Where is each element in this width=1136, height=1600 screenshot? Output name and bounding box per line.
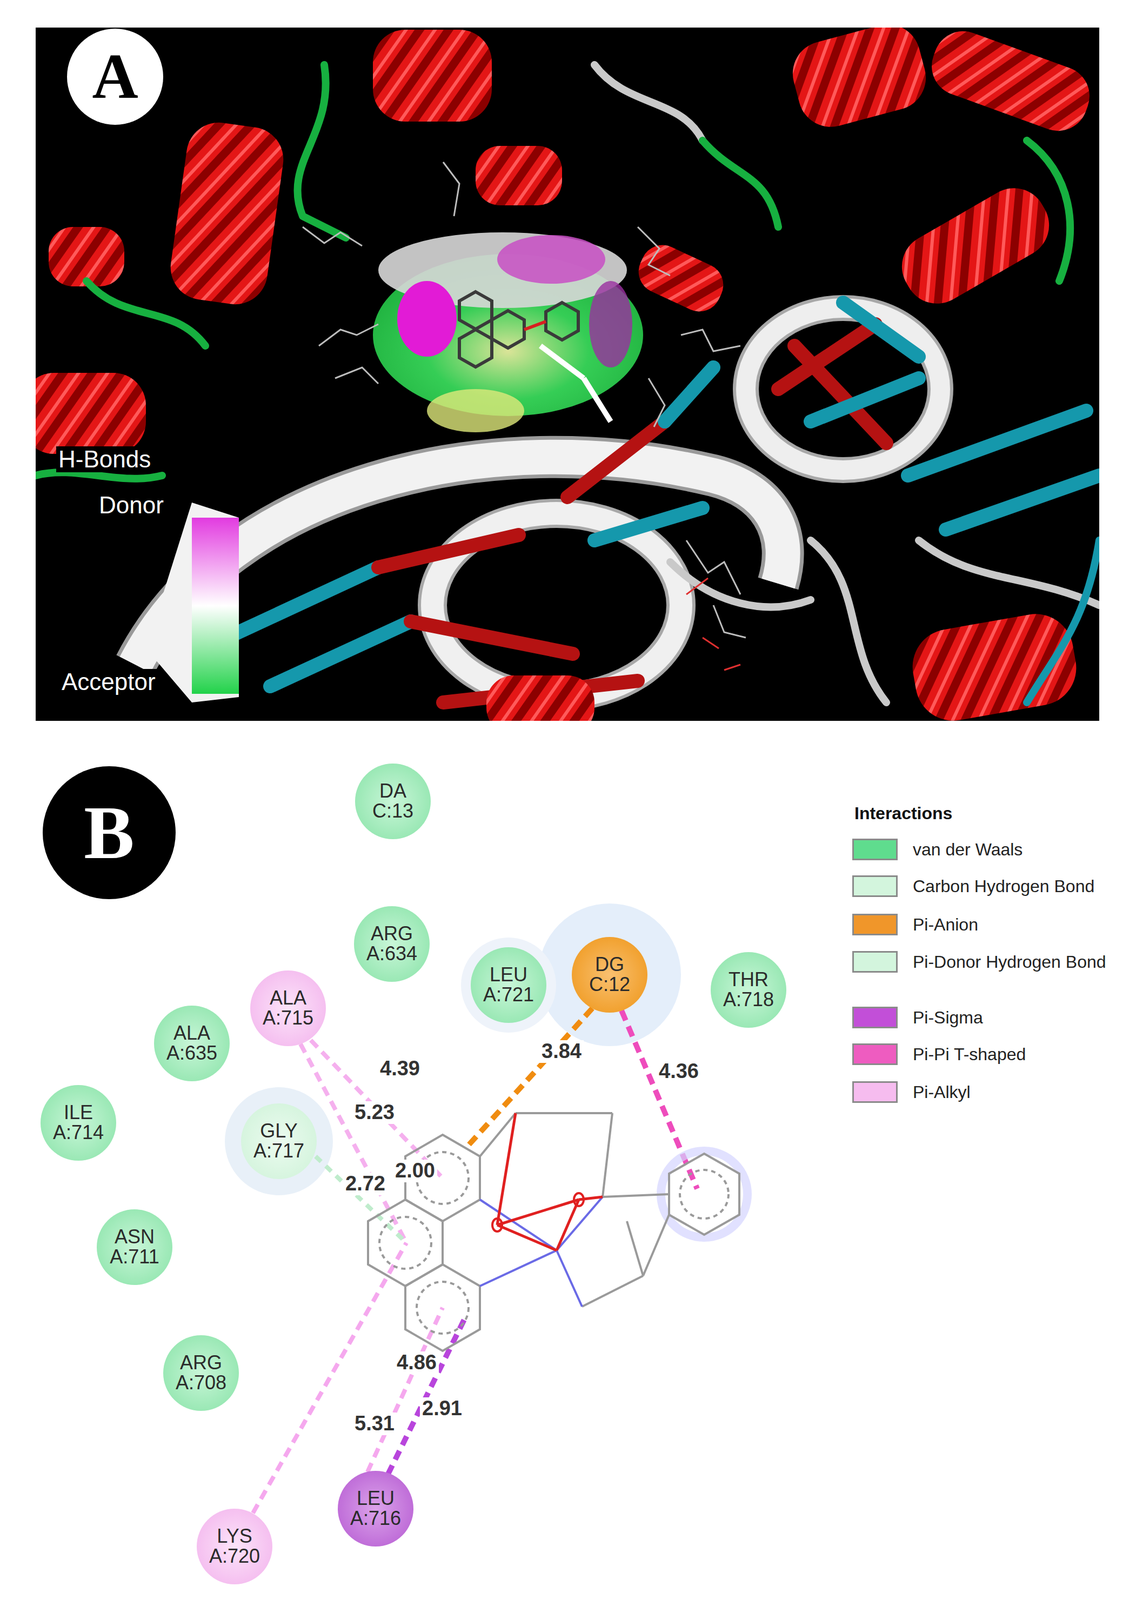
- residue-circle: LEU A:721: [470, 947, 547, 1024]
- residue-label: DG C:12: [578, 954, 641, 995]
- residue-circle: ALA A:715: [250, 970, 326, 1047]
- legend-item: Pi-Donor Hydrogen Bond: [852, 950, 1107, 974]
- legend-text: van der Waals: [912, 839, 1023, 860]
- residue-circle: ILE A:714: [40, 1085, 117, 1161]
- helices: [35, 27, 1098, 721]
- legend-item: Pi-Alkyl: [852, 1080, 971, 1105]
- distance-label: 2.91: [419, 1397, 465, 1421]
- residue-circle: LEU A:716: [337, 1471, 414, 1547]
- colorbar-title: H-Bonds: [56, 446, 153, 473]
- distance-label: 4.39: [377, 1057, 423, 1081]
- residue-label: ILE A:714: [47, 1103, 110, 1143]
- residue-label: GLY A:717: [247, 1121, 311, 1161]
- distance-label: 4.36: [656, 1060, 701, 1084]
- distance-label: 2.72: [343, 1172, 388, 1196]
- legend-item: Pi-Pi T-shaped: [852, 1042, 1026, 1067]
- legend-title: Interactions: [852, 804, 955, 824]
- residue-circle: ASN A:711: [96, 1209, 173, 1286]
- colorbar-label: Donor: [96, 492, 166, 519]
- legend-text: Pi-Pi T-shaped: [912, 1044, 1026, 1065]
- halos: [224, 903, 681, 1196]
- legend-item: Pi-Sigma: [852, 1005, 984, 1030]
- interaction-lines: [252, 1008, 698, 1514]
- residue-label: THR A:718: [717, 970, 780, 1010]
- residue-circle: DA C:13: [355, 763, 431, 840]
- legend-text: Pi-Anion: [912, 914, 979, 935]
- legend-item: Pi-Anion: [852, 912, 979, 937]
- render-content: [35, 27, 1100, 721]
- legend-item: Carbon Hydrogen Bond: [852, 874, 1095, 899]
- residue-circle: DG C:12: [571, 937, 648, 1013]
- distance-label: 2.00: [392, 1159, 438, 1183]
- binding-surface: [372, 232, 644, 433]
- panel-letter: A: [73, 44, 157, 110]
- legend-text: Pi-Alkyl: [912, 1082, 971, 1103]
- ligand-structure: [368, 1113, 748, 1352]
- legend-swatch: [852, 913, 898, 936]
- legend-text: Carbon Hydrogen Bond: [912, 876, 1095, 897]
- residue-label: LYS A:720: [203, 1526, 266, 1567]
- legend-swatch: [852, 951, 898, 973]
- residue-label: LEU A:716: [344, 1488, 407, 1529]
- legend-item: van der Waals: [852, 837, 1023, 862]
- residue-circle: LYS A:720: [196, 1508, 273, 1585]
- legend-text: Pi-Donor Hydrogen Bond: [912, 952, 1107, 973]
- residue-label: ASN A:711: [103, 1227, 166, 1267]
- panel-badge: A: [67, 28, 164, 125]
- distance-label: 3.84: [539, 1040, 584, 1064]
- residue-label: ARG A:708: [169, 1353, 233, 1393]
- residue-circle: GLY A:717: [241, 1103, 317, 1180]
- colorbar-label: Acceptor: [59, 669, 158, 696]
- residue-label: ALA A:715: [256, 988, 320, 1028]
- residue-label: DA C:13: [361, 781, 425, 821]
- residue-label: ARG A:634: [360, 924, 424, 964]
- legend-swatch: [852, 875, 898, 898]
- residue-circle: THR A:718: [710, 952, 787, 1028]
- legend-swatch: [852, 838, 898, 861]
- distance-label: 5.23: [352, 1101, 397, 1125]
- residue-circle: ARG A:708: [163, 1335, 239, 1412]
- residue-label: ALA A:635: [160, 1023, 224, 1064]
- residue-label: LEU A:721: [477, 965, 540, 1005]
- distance-label: 5.31: [352, 1412, 397, 1436]
- panel-badge: B: [42, 766, 176, 900]
- legend-swatch: [852, 1006, 898, 1029]
- legend-text: Pi-Sigma: [912, 1007, 984, 1028]
- legend-swatch: [852, 1043, 898, 1066]
- panel-letter: B: [49, 794, 170, 872]
- distance-label: 4.86: [394, 1351, 439, 1375]
- residue-circle: ALA A:635: [154, 1005, 230, 1082]
- legend-swatch: [852, 1081, 898, 1104]
- residue-circle: ARG A:634: [353, 906, 430, 982]
